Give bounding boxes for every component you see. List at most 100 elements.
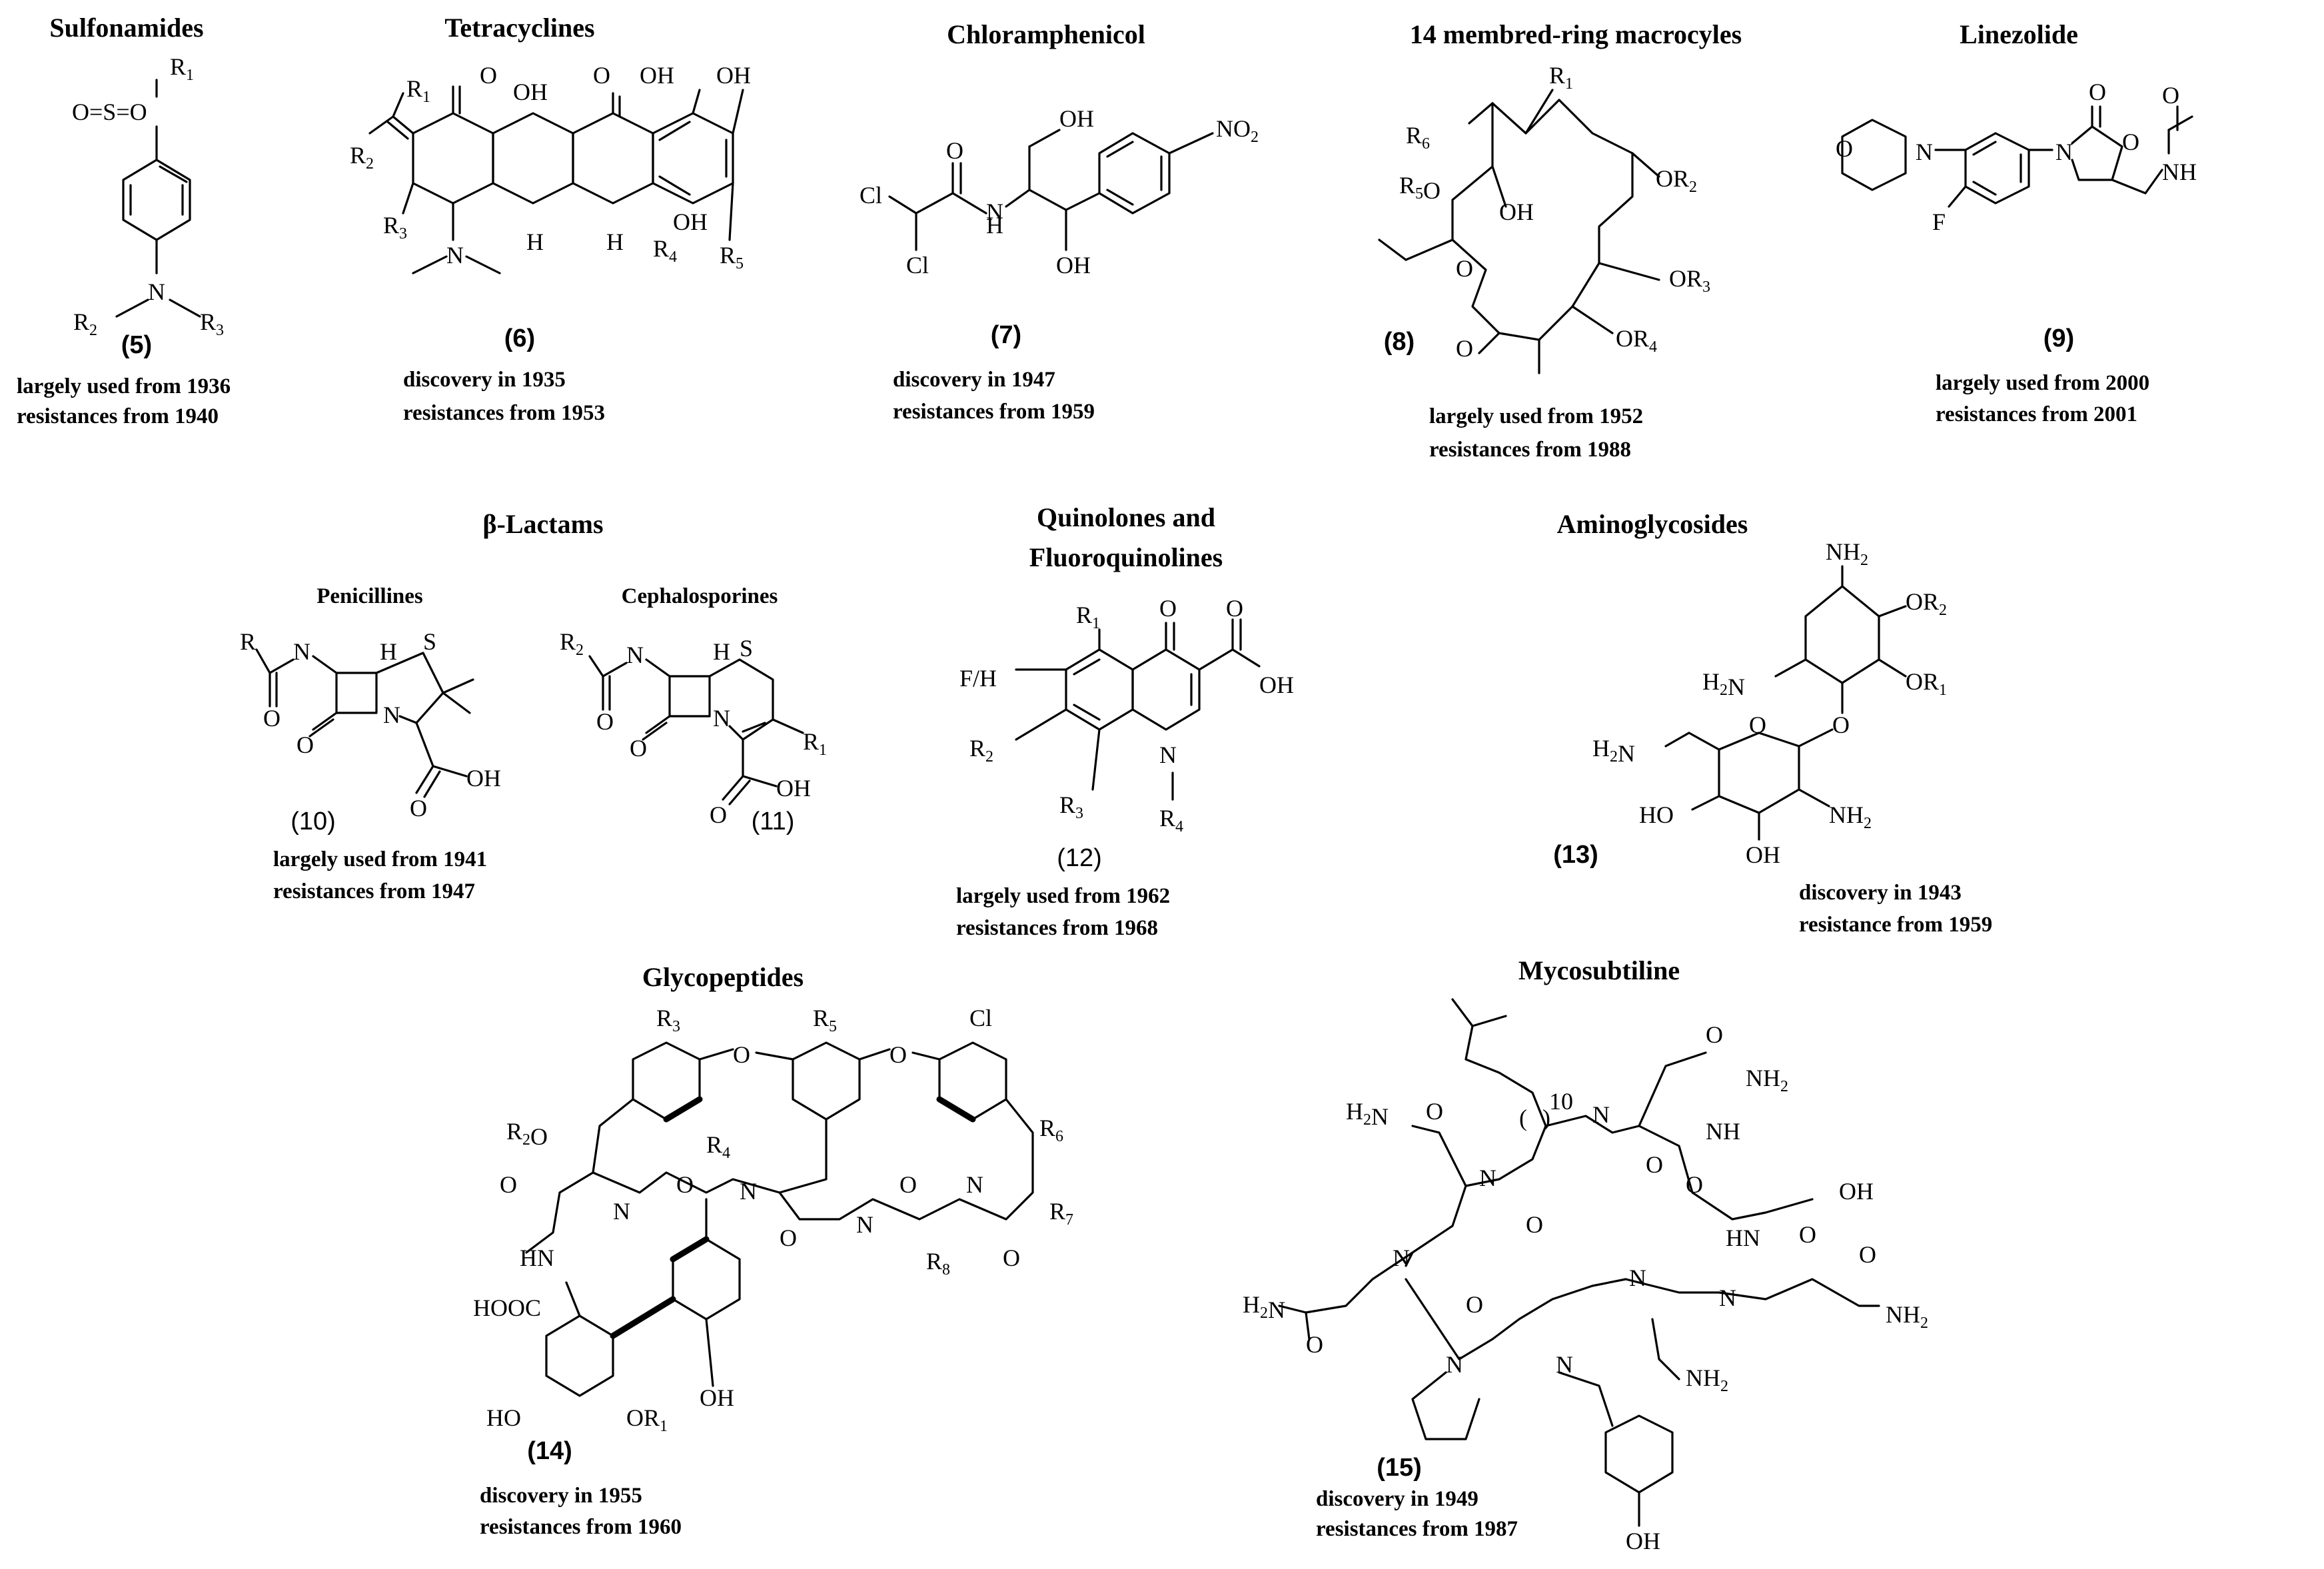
svg-text:N: N bbox=[1446, 1351, 1463, 1378]
svg-text:O: O bbox=[1526, 1211, 1543, 1238]
svg-text:H: H bbox=[713, 638, 730, 665]
svg-text:NH2: NH2 bbox=[1746, 1065, 1788, 1095]
label-compound-5: (5) bbox=[121, 331, 152, 359]
svg-text:O: O bbox=[780, 1225, 797, 1251]
svg-text:R2: R2 bbox=[350, 142, 374, 173]
caption-13-line1: discovery in 1943 bbox=[1799, 881, 1962, 905]
svg-text:N: N bbox=[2055, 139, 2073, 165]
label-compound-7: (7) bbox=[991, 321, 1021, 349]
svg-text:O: O bbox=[2122, 129, 2139, 155]
svg-text:R4: R4 bbox=[1159, 805, 1183, 835]
svg-text:R2: R2 bbox=[969, 735, 993, 766]
svg-text:N: N bbox=[1393, 1245, 1410, 1271]
svg-text:R3: R3 bbox=[383, 212, 407, 243]
caption-14-line2: resistances from 1960 bbox=[480, 1515, 682, 1539]
title-macrocycles: 14 membred-ring macrocyles bbox=[1410, 19, 1742, 49]
structure-glycopeptide: R3 R5 Cl O O R2O R4 R6 R7 R8 O N HN O N … bbox=[473, 1005, 1073, 1435]
svg-text:N: N bbox=[148, 278, 165, 305]
svg-text:OH: OH bbox=[640, 62, 674, 89]
svg-text:OH: OH bbox=[776, 775, 811, 801]
svg-text:R1: R1 bbox=[406, 75, 430, 106]
svg-text:R1: R1 bbox=[1549, 62, 1573, 93]
title-chloramphenicol: Chloramphenicol bbox=[947, 19, 1145, 49]
caption-6-line2: resistances from 1953 bbox=[403, 401, 605, 425]
title-aminoglycosides: Aminoglycosides bbox=[1557, 509, 1748, 539]
svg-text:R5: R5 bbox=[720, 242, 744, 272]
svg-text:O: O bbox=[710, 801, 727, 828]
svg-text:N: N bbox=[383, 702, 400, 728]
svg-text:OR3: OR3 bbox=[1669, 265, 1710, 296]
structure-linezolide: O N F N O O NH O bbox=[1836, 79, 2197, 235]
svg-text:O: O bbox=[1003, 1245, 1020, 1271]
svg-text:O: O bbox=[410, 795, 427, 821]
caption-10-line1: largely used from 1941 bbox=[273, 847, 487, 871]
svg-text:N: N bbox=[293, 638, 310, 665]
title-linezolide: Linezolide bbox=[1960, 19, 2078, 49]
svg-text:Cl: Cl bbox=[969, 1005, 992, 1031]
svg-text:R5O: R5O bbox=[1399, 172, 1441, 204]
svg-text:S: S bbox=[423, 628, 436, 655]
svg-text:H: H bbox=[606, 229, 624, 255]
structure-quinolone: R1 F/H R2 R3 O O OH N R4 bbox=[959, 595, 1294, 835]
caption-12-line1: largely used from 1962 bbox=[956, 884, 1170, 908]
svg-text:NH2: NH2 bbox=[1829, 801, 1872, 832]
structure-sulfonamide: R1 O=S=O N R2 R3 bbox=[72, 53, 224, 339]
structure-chloramphenicol: Cl Cl O H N OH OH NO2 bbox=[860, 105, 1259, 278]
svg-text:R2O: R2O bbox=[506, 1118, 548, 1150]
svg-text:O: O bbox=[1426, 1098, 1443, 1125]
caption-10-line2: resistances from 1947 bbox=[273, 879, 475, 903]
caption-5-line2: resistances from 1940 bbox=[17, 404, 219, 428]
svg-text:O: O bbox=[1836, 135, 1853, 162]
svg-text:N: N bbox=[1479, 1165, 1496, 1191]
svg-text:N: N bbox=[1916, 139, 1933, 165]
caption-7-line1: discovery in 1947 bbox=[893, 368, 1055, 392]
title-tetracyclines: Tetracyclines bbox=[444, 13, 594, 43]
svg-text:O: O bbox=[1456, 335, 1473, 362]
svg-text:O: O bbox=[296, 732, 314, 758]
svg-text:R5: R5 bbox=[813, 1005, 837, 1035]
svg-text:NH2: NH2 bbox=[1886, 1301, 1928, 1332]
svg-text:N: N bbox=[1719, 1285, 1736, 1311]
svg-text:HO: HO bbox=[1639, 801, 1674, 828]
structure-mycosubtiline: 10 ( ) N O NH2 H2N O NH N O O OH O N HN … bbox=[1243, 998, 1928, 1554]
svg-text:N: N bbox=[1592, 1101, 1610, 1128]
svg-text:O: O bbox=[946, 137, 963, 164]
svg-text:OR2: OR2 bbox=[1656, 165, 1697, 196]
svg-text:OH: OH bbox=[673, 209, 708, 235]
svg-text:NH2: NH2 bbox=[1826, 538, 1868, 569]
svg-text:O: O bbox=[1226, 595, 1243, 622]
title-betalactams: β-Lactams bbox=[482, 509, 603, 539]
structure-cephalosporine: R2 O N H O N S R1 O OH bbox=[560, 628, 827, 828]
svg-text:R2: R2 bbox=[560, 628, 584, 659]
svg-text:R3: R3 bbox=[656, 1005, 680, 1035]
svg-text:N: N bbox=[966, 1171, 983, 1198]
svg-text:N: N bbox=[613, 1198, 630, 1225]
svg-text:OH: OH bbox=[716, 62, 751, 89]
svg-text:H: H bbox=[526, 229, 544, 255]
label-compound-12: (12) bbox=[1057, 844, 1102, 872]
svg-text:Cl: Cl bbox=[860, 182, 882, 209]
svg-text:O: O bbox=[1706, 1021, 1723, 1048]
caption-8-line1: largely used from 1952 bbox=[1429, 404, 1643, 428]
svg-text:N: N bbox=[1159, 742, 1177, 768]
svg-text:OR2: OR2 bbox=[1906, 588, 1947, 619]
svg-text:OH: OH bbox=[700, 1384, 734, 1411]
svg-text:O: O bbox=[2089, 79, 2106, 105]
svg-text:OH: OH bbox=[466, 765, 501, 791]
svg-text:O: O bbox=[2162, 82, 2179, 109]
svg-text:O: O bbox=[889, 1041, 907, 1068]
svg-text:N: N bbox=[626, 642, 644, 668]
svg-text:N: N bbox=[446, 242, 464, 268]
svg-text:10: 10 bbox=[1549, 1088, 1573, 1115]
svg-text:O: O bbox=[1456, 255, 1473, 282]
label-compound-11: (11) bbox=[752, 807, 795, 835]
svg-text:F/H: F/H bbox=[959, 665, 997, 692]
title-mycosubtiline: Mycosubtiline bbox=[1518, 955, 1680, 985]
svg-text:R1: R1 bbox=[170, 53, 194, 84]
svg-text:OR1: OR1 bbox=[626, 1404, 668, 1435]
svg-text:): ) bbox=[1542, 1105, 1550, 1131]
svg-text:H2N: H2N bbox=[1702, 668, 1745, 700]
svg-text:R2: R2 bbox=[73, 308, 97, 339]
svg-text:R: R bbox=[240, 628, 256, 655]
svg-text:R1: R1 bbox=[803, 728, 827, 759]
